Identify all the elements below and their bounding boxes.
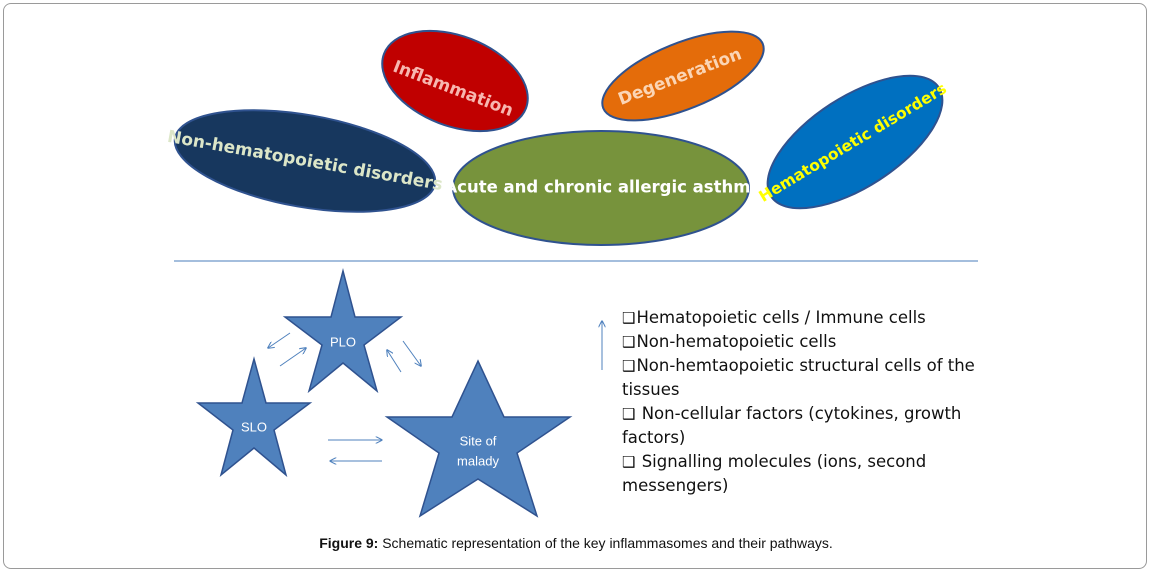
checkbox-bullet-icon: ❑ <box>622 333 636 351</box>
list-item: ❑Hematopoietic cells / Immune cells <box>622 308 926 327</box>
site-of-malady-label-line2: malady <box>457 453 499 468</box>
arrow-plo-to-slo <box>268 332 291 348</box>
plo-label: PLO <box>330 334 356 349</box>
checkbox-bullet-icon: ❑ <box>622 453 636 471</box>
degeneration-ellipse: Degeneration <box>601 30 765 122</box>
asthma-ellipse: Acute and chronic allergic asthma <box>444 130 762 246</box>
checkbox-bullet-icon: ❑ <box>622 309 636 327</box>
figure-frame <box>3 3 1147 569</box>
inflammation-ellipse: Inflammation <box>381 29 529 133</box>
checkbox-bullet-icon: ❑ <box>622 405 636 423</box>
plo-star: PLO <box>282 268 404 394</box>
figure-caption: Figure 9: Schematic representation of th… <box>0 535 1152 551</box>
site-of-malady-star: Site of malady <box>384 359 573 518</box>
arrow-plo-to-site <box>402 340 421 366</box>
list-item: ❑Non-hematopoietic cells <box>622 332 837 351</box>
site-of-malady-label-line1: Site of <box>460 433 497 448</box>
hematopoietic-disorders-ellipse: Hematopoietic disorders <box>756 74 950 210</box>
figure-caption-label: Figure 9: <box>319 535 379 551</box>
arrow-slo-to-plo <box>279 348 306 367</box>
slo-star: SLO <box>195 356 313 478</box>
asthma-label: Acute and chronic allergic asthma <box>444 178 761 197</box>
slo-label: SLO <box>241 419 267 434</box>
factor-list: ❑Hematopoietic cells / Immune cells ❑Non… <box>622 306 1002 498</box>
arrow-site-to-plo <box>387 350 402 373</box>
list-item: ❑Non-hemtaopoietic structural cells of t… <box>622 356 975 399</box>
list-item: ❑ Signalling molecules (ions, second mes… <box>622 452 927 495</box>
non-hematopoietic-disorders-ellipse: Non-hematopoietic disorders <box>166 109 444 213</box>
figure-caption-text: Schematic representation of the key infl… <box>378 535 833 551</box>
checkbox-bullet-icon: ❑ <box>622 357 636 375</box>
list-item: ❑ Non-cellular factors (cytokines, growt… <box>622 404 962 447</box>
